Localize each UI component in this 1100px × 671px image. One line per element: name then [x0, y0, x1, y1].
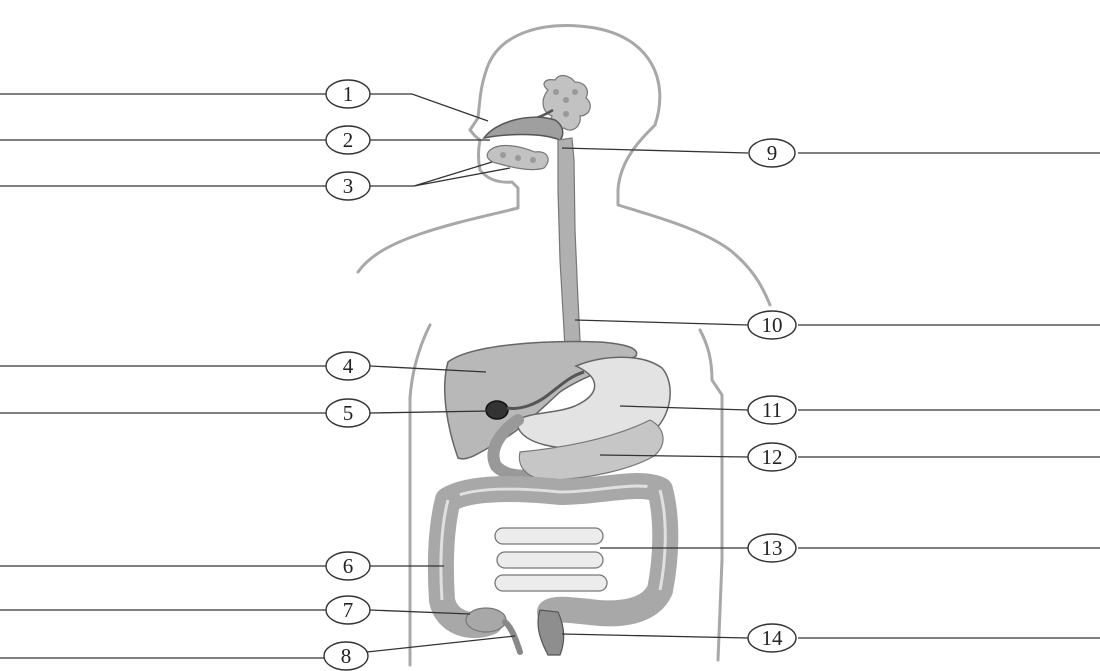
ascending-colon: [441, 500, 490, 625]
marker-5: 5: [326, 399, 370, 427]
gallbladder: [486, 401, 508, 419]
marker-4-label: 4: [343, 354, 354, 378]
pointer-1: [370, 94, 488, 121]
marker-14: 14: [748, 624, 796, 652]
pointer-9: [562, 148, 748, 153]
transverse-colon: [448, 486, 660, 500]
marker-4: 4: [326, 352, 370, 380]
marker-1: 1: [326, 80, 370, 108]
small-intestine: [495, 528, 607, 591]
pointer-3: [370, 162, 510, 186]
marker-3-label: 3: [343, 174, 354, 198]
tongue: [484, 117, 563, 140]
marker-3: 3: [326, 172, 370, 200]
rectum: [538, 610, 564, 655]
marker-14-label: 14: [762, 626, 784, 650]
marker-12: 12: [748, 443, 796, 471]
pointer-10: [575, 320, 748, 325]
sublingual-glands: [487, 146, 548, 170]
marker-9: 9: [749, 139, 795, 167]
marker-9-label: 9: [767, 141, 778, 165]
marker-5-label: 5: [343, 401, 354, 425]
marker-7: 7: [326, 596, 370, 624]
right-torso-outline: [700, 330, 722, 660]
marker-6-label: 6: [343, 554, 354, 578]
marker-6: 6: [326, 552, 370, 580]
caecum: [466, 608, 506, 632]
marker-2-label: 2: [343, 128, 354, 152]
marker-2: 2: [326, 126, 370, 154]
marker-13-label: 13: [762, 536, 783, 560]
marker-7-label: 7: [343, 598, 354, 622]
marker-12-label: 12: [762, 445, 783, 469]
marker-10: 10: [748, 311, 796, 339]
marker-8: 8: [324, 642, 368, 670]
oesophagus: [558, 138, 580, 368]
marker-8-label: 8: [341, 644, 352, 668]
marker-1-label: 1: [343, 82, 354, 106]
marker-11: 11: [748, 396, 796, 424]
left-torso-outline: [410, 325, 430, 665]
marker-11-label: 11: [762, 398, 782, 422]
marker-13: 13: [748, 534, 796, 562]
pointer-8: [367, 636, 515, 652]
marker-10-label: 10: [762, 313, 783, 337]
